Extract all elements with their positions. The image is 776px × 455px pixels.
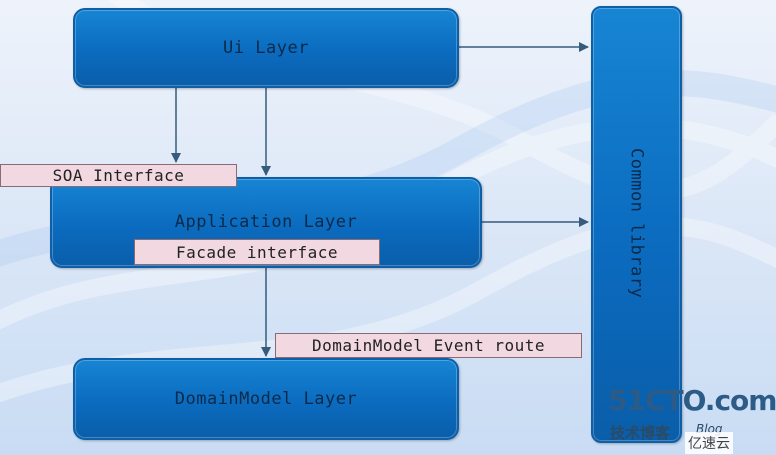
ui-layer-box: Ui Layer [73, 8, 459, 88]
facade-interface-tag: Facade interface [134, 239, 380, 265]
watermark-sub: 技术博客 [610, 424, 671, 442]
domain-model-layer-box: DomainModel Layer [73, 358, 459, 440]
application-layer-label: Application Layer [174, 212, 358, 232]
watermark: 51CTO.com 技术博客 Blog 亿速云 [608, 384, 776, 455]
soa-interface-label: SOA Interface [52, 166, 185, 185]
common-library-box: Common library [591, 6, 682, 443]
soa-interface-tag: SOA Interface [0, 164, 237, 187]
application-layer-box: Application Layer [50, 177, 482, 268]
domain-event-route-label: DomainModel Event route [311, 336, 546, 355]
domain-model-layer-label: DomainModel Layer [174, 389, 358, 409]
facade-interface-label: Facade interface [175, 242, 339, 262]
watermark-brand: 亿速云 [685, 432, 733, 454]
domain-event-route-tag: DomainModel Event route [275, 333, 582, 358]
common-library-label: Common library [626, 148, 647, 299]
watermark-site: 51CTO.com [608, 384, 776, 417]
ui-layer-label: Ui Layer [223, 38, 309, 58]
